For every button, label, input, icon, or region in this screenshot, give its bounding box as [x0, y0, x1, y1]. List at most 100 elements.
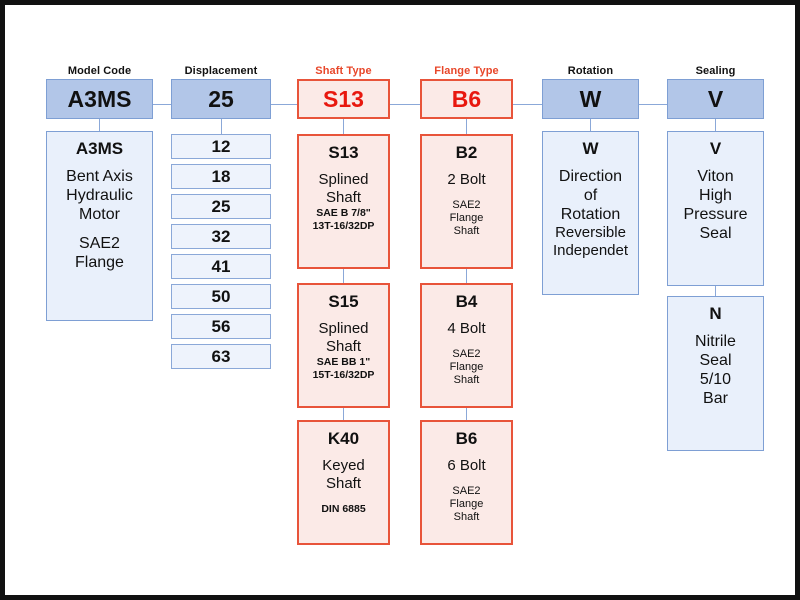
header-box-shaft-type[interactable]: S13 — [297, 79, 390, 119]
connector-flange-to-rotation — [513, 104, 542, 105]
column-displacement: Displacement 25 — [171, 65, 271, 119]
selected-code-model-code: A3MS — [67, 85, 132, 112]
detail-line-of: of — [583, 187, 598, 204]
detail-line-motor: Motor — [79, 206, 120, 223]
detail-line-seal: Seal — [699, 352, 732, 369]
detail-box-s13[interactable]: S13 Splined Shaft SAE B 7/8" 13T-16/32DP — [297, 134, 390, 269]
detail-line-seal: Seal — [699, 225, 732, 242]
detail-box-b4[interactable]: B4 4 Bolt SAE2 Flange Shaft — [420, 283, 513, 408]
detail-box-viton[interactable]: V Viton High Pressure Seal — [667, 131, 764, 286]
detail-fine-sae-bb: SAE BB 1" — [316, 356, 371, 368]
selected-code-displacement: 25 — [208, 85, 234, 112]
header-box-rotation[interactable]: W — [542, 79, 639, 119]
detail-fine-spline-spec: 15T-16/32DP — [312, 368, 375, 381]
column-title-model-code: Model Code — [67, 65, 132, 77]
detail-line-pressure: Pressure — [683, 206, 748, 223]
detail-fine-flange: Flange — [449, 498, 484, 510]
detail-fine-din: DIN 6885 — [321, 503, 366, 515]
detail-box-rotation-w[interactable]: W Direction of Rotation Reversible Indep… — [542, 131, 639, 295]
displacement-option-25[interactable]: 25 — [171, 194, 271, 219]
detail-code-w: W — [582, 139, 599, 158]
column-shaft-type: Shaft Type S13 — [297, 65, 390, 119]
detail-code-a3ms: A3MS — [75, 139, 124, 158]
detail-line-nitrile: Nitrile — [695, 333, 736, 350]
detail-line-bent-axis: Bent Axis — [66, 168, 133, 185]
displacement-option-32[interactable]: 32 — [171, 224, 271, 249]
displacement-value: 25 — [211, 197, 231, 216]
detail-code-b2: B2 — [455, 143, 478, 162]
column-flange-type: Flange Type B6 — [420, 65, 513, 119]
column-title-sealing: Sealing — [695, 65, 736, 77]
displacement-value: 41 — [211, 257, 231, 276]
detail-line-4-bolt: 4 Bolt — [447, 320, 486, 337]
header-box-displacement[interactable]: 25 — [171, 79, 271, 119]
selected-code-shaft-type: S13 — [323, 85, 364, 112]
header-box-sealing[interactable]: V — [667, 79, 764, 119]
detail-code-b6: B6 — [455, 429, 478, 448]
detail-line-independet: Independet — [552, 242, 629, 259]
displacement-option-12[interactable]: 12 — [171, 134, 271, 159]
detail-fine-flange: Flange — [449, 212, 484, 224]
displacement-option-41[interactable]: 41 — [171, 254, 271, 279]
connector-rotation-to-sealing — [639, 104, 667, 105]
detail-line-high: High — [699, 187, 732, 204]
connector-shaft-head-to-s13 — [343, 119, 344, 134]
detail-line-viton: Viton — [697, 168, 734, 185]
detail-box-nitrile[interactable]: N Nitrile Seal 5/10 Bar — [667, 296, 764, 451]
displacement-option-50[interactable]: 50 — [171, 284, 271, 309]
selected-code-flange-type: B6 — [451, 85, 482, 112]
connector-b4-to-b6 — [466, 408, 467, 420]
detail-code-b4: B4 — [455, 292, 478, 311]
detail-fine-shaft: Shaft — [453, 374, 480, 386]
displacement-value: 32 — [211, 227, 231, 246]
detail-fine-shaft: Shaft — [453, 511, 480, 523]
detail-box-b6[interactable]: B6 6 Bolt SAE2 Flange Shaft — [420, 420, 513, 545]
detail-box-b2[interactable]: B2 2 Bolt SAE2 Flange Shaft — [420, 134, 513, 269]
detail-code-k40: K40 — [327, 429, 360, 448]
detail-line-sae2: SAE2 — [79, 235, 120, 252]
detail-line-splined: Splined — [318, 320, 369, 337]
connector-flange-head-to-b2 — [466, 119, 467, 134]
connector-s13-to-s15 — [343, 269, 344, 283]
detail-line-bar: Bar — [703, 390, 728, 407]
displacement-option-18[interactable]: 18 — [171, 164, 271, 189]
connector-model-to-displacement — [153, 104, 171, 105]
header-box-model-code[interactable]: A3MS — [46, 79, 153, 119]
detail-line-shaft: Shaft — [325, 475, 362, 492]
selected-code-sealing: V — [707, 85, 724, 112]
column-sealing: Sealing V — [667, 65, 764, 119]
detail-line-hydraulic: Hydraulic — [66, 187, 133, 204]
detail-fine-sae2: SAE2 — [452, 348, 481, 360]
selected-code-rotation: W — [579, 85, 602, 112]
detail-line-rotation: Rotation — [560, 206, 621, 223]
displacement-value: 12 — [211, 137, 231, 156]
detail-fine-shaft: Shaft — [453, 225, 480, 237]
detail-line-2-bolt: 2 Bolt — [447, 171, 486, 188]
detail-line-direction: Direction — [558, 168, 623, 185]
displacement-option-56[interactable]: 56 — [171, 314, 271, 339]
diagram-canvas: Model Code A3MS A3MS Bent Axis Hydraulic… — [5, 5, 795, 595]
detail-line-keyed: Keyed — [322, 457, 365, 474]
detail-line-shaft: Shaft — [325, 338, 362, 355]
column-title-shaft-type: Shaft Type — [315, 65, 372, 77]
detail-box-a3ms[interactable]: A3MS Bent Axis Hydraulic Motor SAE2 Flan… — [46, 131, 153, 321]
connector-model-code-down — [99, 119, 100, 131]
connector-displacement-down — [221, 119, 222, 134]
detail-box-s15[interactable]: S15 Splined Shaft SAE BB 1" 15T-16/32DP — [297, 283, 390, 408]
displacement-option-63[interactable]: 63 — [171, 344, 271, 369]
column-title-displacement: Displacement — [184, 65, 258, 77]
detail-fine-flange: Flange — [449, 361, 484, 373]
detail-line-shaft: Shaft — [325, 189, 362, 206]
connector-s15-to-k40 — [343, 408, 344, 420]
detail-line-splined: Splined — [318, 171, 369, 188]
column-rotation: Rotation W — [542, 65, 639, 119]
detail-box-k40[interactable]: K40 Keyed Shaft DIN 6885 — [297, 420, 390, 545]
detail-line-reversible: Reversible — [555, 224, 626, 241]
connector-shaft-to-flange — [390, 104, 420, 105]
detail-code-v: V — [709, 139, 722, 158]
connector-b2-to-b4 — [466, 269, 467, 283]
header-box-flange-type[interactable]: B6 — [420, 79, 513, 119]
connector-rotation-down — [590, 119, 591, 131]
detail-line-flange: Flange — [75, 254, 124, 271]
